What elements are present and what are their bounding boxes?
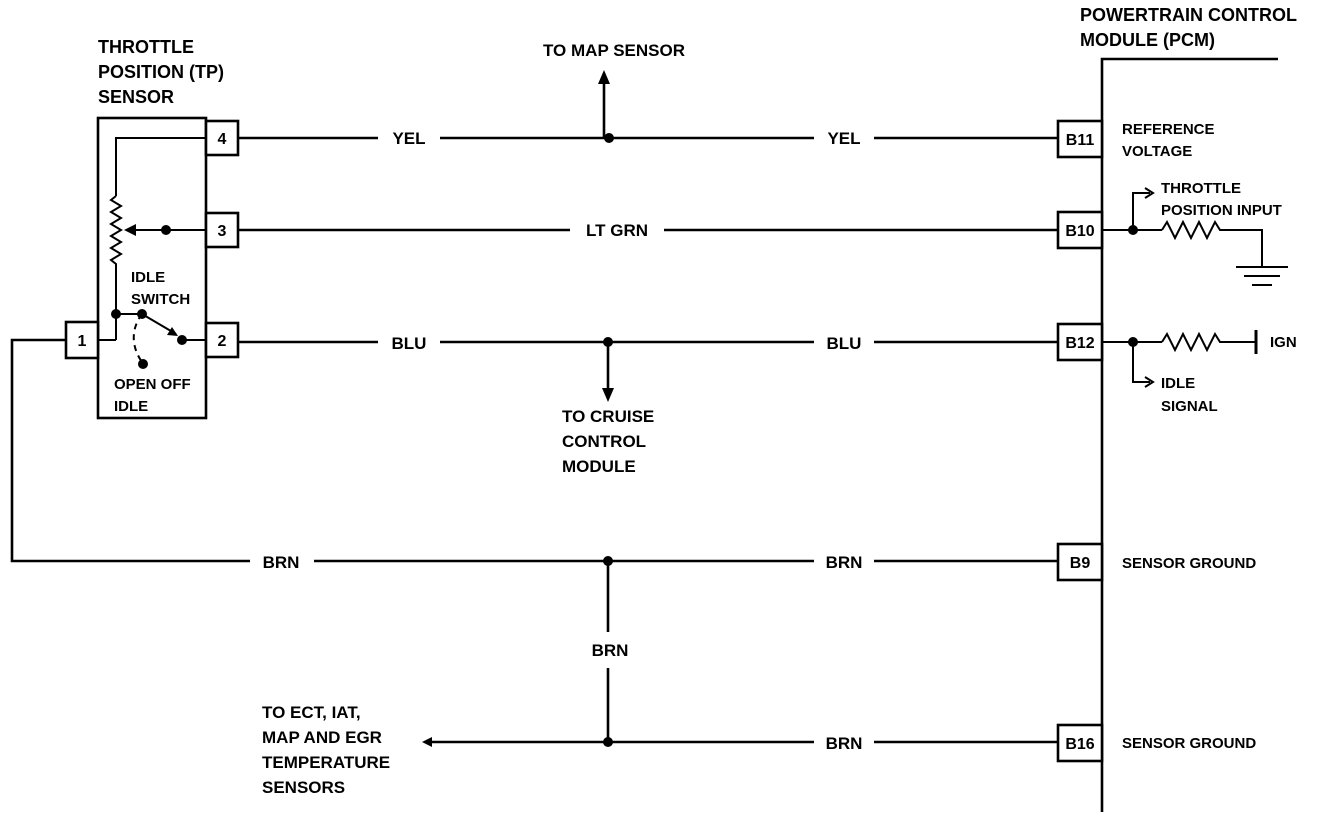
temp-sensors-label-line-3: TEMPERATURE	[262, 753, 390, 772]
tp-pin-3-box	[204, 211, 240, 249]
tp-sensor: THROTTLE POSITION (TP) SENSOR 4 3 2 1 ID…	[64, 37, 240, 420]
blu-wire-right-label: BLU	[827, 334, 862, 353]
sensor-ground-b9-label: SENSOR GROUND	[1122, 555, 1256, 572]
tp-pin-3-label: 3	[218, 223, 227, 240]
idle-switch-arrowhead-icon	[167, 327, 178, 336]
yel-wire-right-label: YEL	[827, 129, 860, 148]
b12-pullup-resistor	[1161, 331, 1256, 353]
map-sensor-label: TO MAP SENSOR	[543, 41, 685, 60]
pcm-module-outline	[1100, 57, 1278, 812]
idle-signal-line-1: IDLE	[1161, 375, 1195, 392]
pcm-pin-b16-box	[1056, 723, 1104, 763]
temp-sensors-label-line-1: TO ECT, IAT,	[262, 703, 361, 722]
brn-wire-left-label: BRN	[263, 553, 300, 572]
temp-sensors-label-line-2: MAP AND EGR	[262, 728, 382, 747]
cruise-control-label-line-3: MODULE	[562, 457, 636, 476]
pcm-pin-b10-label: B10	[1065, 223, 1094, 240]
pcm-pin-b9-box	[1056, 542, 1104, 582]
pcm-pin-b9-label: B9	[1070, 555, 1091, 572]
potentiometer-resistor	[109, 195, 123, 314]
tp-sensor-housing	[96, 116, 208, 420]
reference-voltage-line-2: VOLTAGE	[1122, 143, 1192, 160]
idle-signal-tap	[1132, 342, 1150, 383]
throttle-input-tap	[1132, 192, 1150, 230]
cruise-control-arrow-icon	[602, 388, 614, 402]
idle-switch-label-line-1: IDLE	[131, 269, 165, 286]
tp-pin-4-label: 4	[218, 131, 227, 148]
map-sensor-arrow-icon	[598, 70, 610, 84]
blu-wire-left-label: BLU	[392, 334, 427, 353]
reference-voltage-line-1: REFERENCE	[1122, 121, 1215, 138]
tp-sensor-title-line-2: POSITION (TP)	[98, 62, 224, 82]
pcm-pin-b12-box	[1056, 322, 1104, 362]
brn-wire-right-label: BRN	[826, 553, 863, 572]
open-off-idle-dashed-path	[132, 313, 143, 363]
open-off-idle-label-line-1: OPEN OFF	[114, 376, 191, 393]
tp-pin-2-label: 2	[218, 333, 227, 350]
idle-switch-label-line-2: SWITCH	[131, 291, 190, 308]
brn-vertical-label: BRN	[592, 641, 629, 660]
brn-wire-pin1	[10, 338, 250, 563]
wiper-arrowhead-icon	[124, 224, 136, 236]
sensor-ground-b16-label: SENSOR GROUND	[1122, 735, 1256, 752]
ltgrn-wire-label: LT GRN	[586, 221, 648, 240]
temp-sensors-arrow-icon	[422, 737, 432, 747]
pcm-pin-b11-label: B11	[1066, 132, 1095, 149]
pcm-pin-b12-label: B12	[1065, 335, 1094, 352]
temp-sensors-label-line-4: SENSORS	[262, 778, 345, 797]
throttle-position-input-line-2: POSITION INPUT	[1161, 202, 1282, 219]
pcm-title-line-1: POWERTRAIN CONTROL	[1080, 5, 1297, 25]
tp-sensor-title-line-1: THROTTLE	[98, 37, 194, 57]
pcm-title-line-2: MODULE (PCM)	[1080, 30, 1215, 50]
throttle-input-arrow-icon	[1144, 187, 1155, 199]
tp-pin-2-box	[204, 321, 240, 359]
wires: YEL YEL TO MAP SENSOR LT GRN BLU BLU TO …	[10, 41, 1058, 797]
open-off-idle-label-line-2: IDLE	[114, 398, 148, 415]
tp-sensor-title-line-3: SENSOR	[98, 87, 174, 107]
pcm-pin-b10-box	[1056, 210, 1104, 250]
b10-pulldown-resistor	[1161, 219, 1263, 267]
yel-wire-left-label: YEL	[392, 129, 425, 148]
brn-wire-b16-label: BRN	[826, 734, 863, 753]
pcm: POWERTRAIN CONTROL MODULE (PCM) B11 REFE…	[1056, 5, 1297, 812]
pcm-pin-b16-label: B16	[1065, 736, 1094, 753]
idle-signal-arrow-icon	[1144, 376, 1155, 388]
cruise-control-label-line-1: TO CRUISE	[562, 407, 654, 426]
throttle-position-input-line-1: THROTTLE	[1161, 180, 1241, 197]
tp-internal-ref-wire	[115, 137, 206, 196]
cruise-control-label-line-2: CONTROL	[562, 432, 646, 451]
map-sensor-junction	[604, 133, 614, 143]
ign-label: IGN	[1270, 334, 1297, 351]
tp-pin-1-label: 1	[78, 333, 87, 350]
pcm-pin-b11-box	[1056, 119, 1104, 159]
open-off-idle-node	[138, 359, 148, 369]
idle-signal-line-2: SIGNAL	[1161, 398, 1218, 415]
